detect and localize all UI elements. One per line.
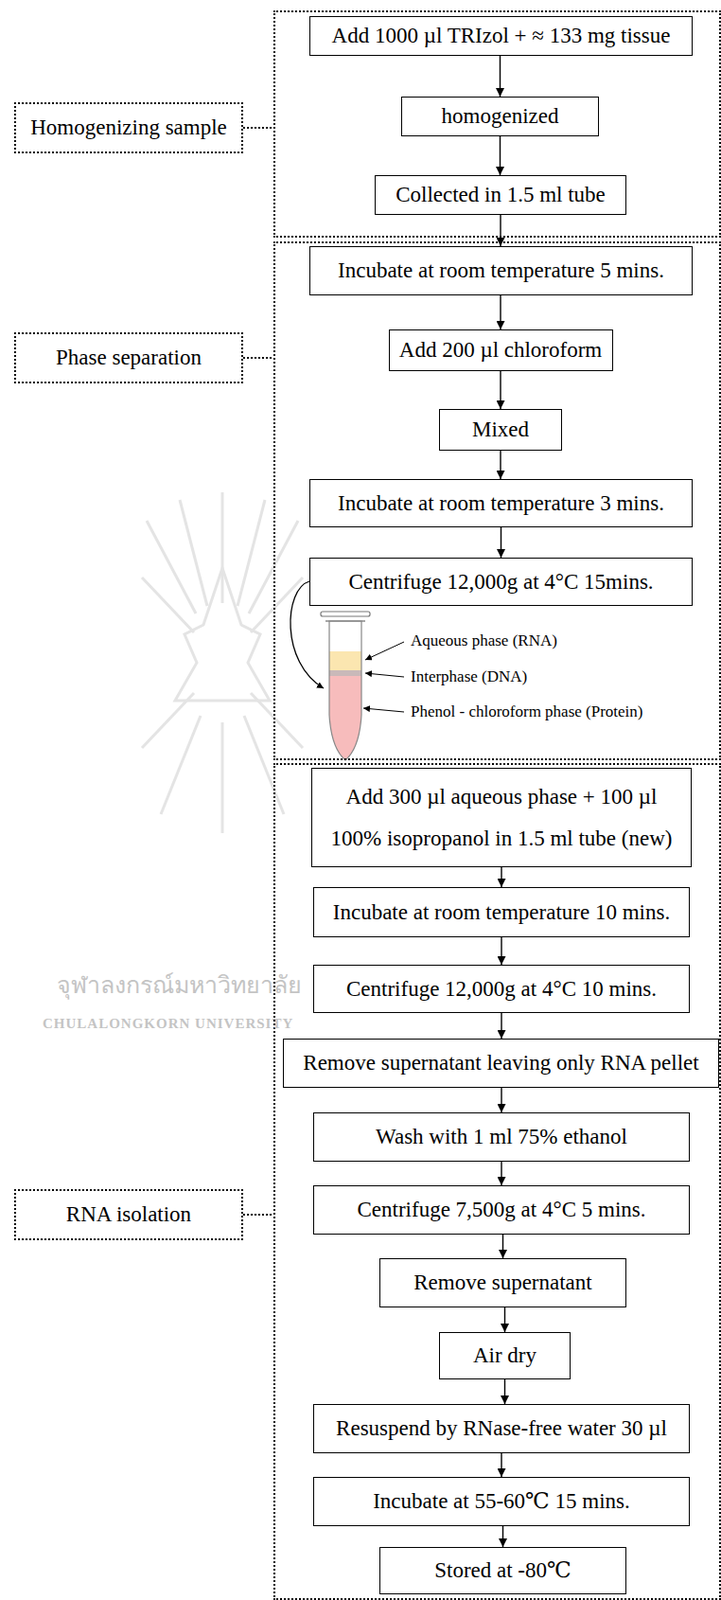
flow-arrow xyxy=(504,1378,506,1404)
process-box: Centrifuge 7,500g at 4°C 5 mins. xyxy=(313,1184,690,1234)
step-text: Remove supernatant xyxy=(413,1268,592,1296)
flow-arrow xyxy=(504,1306,506,1332)
process-box: Air dry xyxy=(439,1331,571,1379)
process-box: Add 300 µl aqueous phase + 100 µl 100% i… xyxy=(311,767,692,867)
tube-cap xyxy=(320,611,370,616)
step-text: Air dry xyxy=(473,1341,537,1369)
step-text: Stored at -80℃ xyxy=(434,1556,572,1583)
process-box: Incubate at 55-60℃ 15 mins. xyxy=(313,1476,690,1526)
tube-body xyxy=(329,620,362,760)
process-box: Collected in 1.5 ml tube xyxy=(374,175,627,215)
process-box: Incubate at room temperature 10 mins. xyxy=(313,886,690,937)
pointer-line xyxy=(365,672,405,677)
group-label-box: Homogenizing sample xyxy=(14,102,244,154)
flow-arrow xyxy=(500,1087,502,1112)
flow-arrow xyxy=(500,1012,502,1038)
group-title: Homogenizing sample xyxy=(30,114,228,141)
step-text: Add 200 µl chloroform xyxy=(399,336,602,364)
step-text: Centrifuge 12,000g at 4°C 15mins. xyxy=(348,568,653,596)
process-box: Resuspend by RNase-free water 30 µl xyxy=(313,1403,690,1453)
process-box: Remove supernatant leaving only RNA pell… xyxy=(282,1037,720,1088)
process-box: Add 200 µl chloroform xyxy=(388,329,614,371)
phase-label: Phenol - chloroform phase (Protein) xyxy=(408,702,646,721)
process-box: Incubate at room temperature 5 mins. xyxy=(309,246,693,296)
process-box: Add 1000 µl TRIzol + ≈ 133 mg tissue xyxy=(309,16,693,56)
phase-label: Interphase (DNA) xyxy=(408,667,529,686)
tube-rim xyxy=(325,619,366,622)
tube-illustration xyxy=(320,611,370,766)
leader-line xyxy=(243,356,274,359)
leader-line xyxy=(243,126,274,129)
process-box: Wash with 1 ml 75% ethanol xyxy=(313,1111,690,1161)
leader-line xyxy=(243,1213,274,1215)
flow-arrow xyxy=(499,295,501,330)
group-label-box: RNA isolation xyxy=(14,1188,244,1240)
step-text: Wash with 1 ml 75% ethanol xyxy=(375,1123,628,1150)
leader-lines xyxy=(243,127,274,1214)
process-group: Homogenizing sampleAdd 1000 µl TRIzol + … xyxy=(273,10,721,238)
process-box: Stored at -80℃ xyxy=(379,1546,627,1594)
step-text: Remove supernatant leaving only RNA pell… xyxy=(302,1049,699,1076)
flow-arrow xyxy=(499,370,501,409)
process-box: Incubate at room temperature 3 mins. xyxy=(309,478,693,528)
flow-arrow xyxy=(500,1452,502,1477)
step-text: Add 1000 µl TRIzol + ≈ 133 mg tissue xyxy=(332,22,671,50)
group-title: Phase separation xyxy=(55,344,202,371)
process-box: Mixed xyxy=(439,408,563,451)
flow-arrow xyxy=(499,55,501,97)
watermark-text: CHULALONGKORN UNIVERSITY xyxy=(42,1014,294,1032)
flow-arrow xyxy=(500,936,502,965)
tube-pointers xyxy=(363,641,405,712)
flow-arrow xyxy=(500,1160,502,1185)
step-text: Resuspend by RNase-free water 30 µl xyxy=(335,1414,668,1442)
step-text: Centrifuge 12,000g at 4°C 10 mins. xyxy=(346,975,657,1003)
flow-arrow xyxy=(499,450,501,479)
process-group: RNA isolationAdd 300 µl aqueous phase + … xyxy=(273,762,721,1600)
step-text: Incubate at room temperature 5 mins. xyxy=(337,257,665,284)
process-box: Centrifuge 12,000g at 4°C 10 mins. xyxy=(313,964,690,1013)
flow-arrow xyxy=(500,527,502,558)
step-text: Mixed xyxy=(472,416,529,443)
pointer-line xyxy=(363,707,405,712)
flow-arrow xyxy=(502,1525,504,1547)
step-text: Centrifuge 7,500g at 4°C 5 mins. xyxy=(357,1195,647,1223)
flow-arrow xyxy=(502,1233,504,1258)
process-box: homogenized xyxy=(401,96,599,137)
step-text: Collected in 1.5 ml tube xyxy=(395,181,606,209)
group-label-box: Phase separation xyxy=(14,332,244,384)
process-box: Centrifuge 12,000g at 4°C 15mins. xyxy=(309,557,693,606)
step-text: Incubate at room temperature 3 mins. xyxy=(337,490,665,517)
watermark-text: จุฬาลงกรณ์มหาวิทยาลัย xyxy=(56,970,302,1000)
flow-arrow xyxy=(500,866,502,887)
step-text: Add 300 µl aqueous phase + 100 µl 100% i… xyxy=(319,775,684,860)
process-box: Remove supernatant xyxy=(379,1257,627,1307)
pointer-line xyxy=(365,641,405,660)
watermark-emblem xyxy=(141,492,303,833)
flow-arrow xyxy=(499,136,501,176)
step-text: homogenized xyxy=(441,103,560,130)
phase-label: Aqueous phase (RNA) xyxy=(408,631,560,651)
step-text: Incubate at room temperature 10 mins. xyxy=(333,898,670,926)
group-title: RNA isolation xyxy=(66,1200,192,1228)
step-text: Incubate at 55-60℃ 15 mins. xyxy=(372,1487,631,1514)
